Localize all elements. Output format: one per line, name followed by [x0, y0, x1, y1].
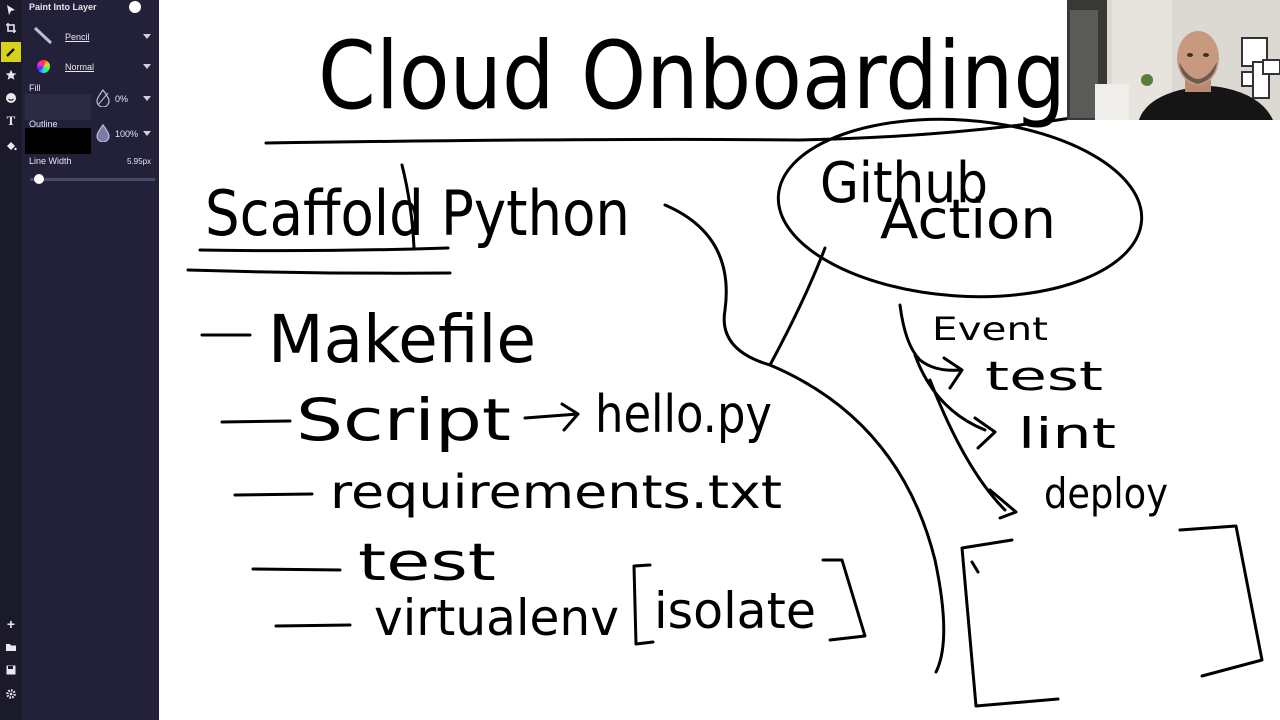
chevron-down-icon[interactable] [143, 34, 151, 39]
heading-underline-2 [186, 268, 452, 275]
plus-icon[interactable]: + [6, 616, 16, 632]
webcam-video [1067, 0, 1280, 120]
paint-bucket-icon[interactable] [1, 136, 21, 156]
dash-script [220, 419, 292, 424]
drawing-canvas[interactable]: Cloud Onboarding Scaffold Python Makefil… [159, 0, 1280, 720]
step-test: test [985, 354, 1103, 400]
smiley-icon[interactable] [1, 88, 21, 108]
heading-underline [198, 246, 450, 253]
fill-color-swatch[interactable] [25, 94, 91, 120]
item-requirements: requirements.txt [330, 465, 782, 519]
line-width-label: Line Width [29, 156, 72, 166]
item-virtualenv: virtualenv [374, 589, 619, 647]
line-width-slider-handle[interactable] [33, 174, 44, 184]
connector-curve [663, 203, 946, 674]
event-arrow-lint [913, 353, 997, 450]
bracket-right [821, 558, 867, 642]
opacity-drop-icon [95, 88, 111, 109]
star-icon[interactable] [1, 65, 21, 85]
bracket-left [632, 563, 655, 646]
outline-color-swatch[interactable] [25, 128, 91, 154]
pointer-icon[interactable] [1, 0, 21, 20]
item-makefile: Makefile [268, 301, 536, 378]
chevron-down-icon[interactable] [143, 96, 151, 101]
blend-mode-dropdown[interactable]: Normal [65, 62, 95, 72]
deploy-box-mark [970, 560, 980, 574]
line-width-slider[interactable] [30, 178, 155, 181]
item-isolate: isolate [654, 582, 816, 640]
dash-virtualenv [274, 623, 352, 628]
save-icon[interactable] [1, 660, 21, 680]
crop-icon[interactable] [1, 18, 21, 38]
text-icon[interactable]: T [6, 113, 16, 128]
connector-to-bubble [768, 246, 827, 367]
pencil-icon[interactable] [1, 42, 21, 62]
github-action-bubble [776, 117, 1144, 299]
bubble-github: Github [820, 151, 988, 216]
brush-icon [32, 26, 54, 48]
deploy-box-right [1178, 524, 1264, 678]
outline-opacity-value[interactable]: 100% [115, 129, 139, 139]
arrow-script-hello [523, 402, 580, 432]
board-title: Cloud Onboarding [318, 22, 1066, 131]
bubble-action: Action [880, 188, 1056, 251]
title-underline [264, 115, 1080, 145]
tool-strip: T + [0, 0, 22, 720]
whiteboard-drawing: Cloud Onboarding Scaffold Python Makefil… [186, 22, 1264, 708]
board-heading: Scaffold Python [205, 177, 630, 250]
brush-dropdown[interactable]: Pencil [65, 32, 90, 42]
paint-into-layer-label: Paint Into Layer [29, 2, 97, 12]
settings-icon[interactable] [1, 684, 21, 704]
heading-stroke [400, 163, 416, 250]
outline-label: Outline [29, 119, 58, 129]
presenter-image [1067, 0, 1280, 120]
tool-options-panel: Paint Into Layer Pencil Normal Fill 0% O… [22, 0, 159, 720]
dash-requirements [233, 492, 314, 497]
event-arrow-test [898, 303, 964, 390]
chevron-down-icon[interactable] [143, 131, 151, 136]
fill-label: Fill [29, 83, 41, 93]
item-script: Script [296, 386, 511, 454]
item-test: test [358, 533, 496, 593]
dash-test [251, 567, 342, 572]
fill-opacity-value[interactable]: 0% [115, 94, 129, 104]
deploy-box-left [960, 538, 1060, 708]
step-deploy: deploy [1044, 469, 1168, 518]
item-hello-py: hello.py [595, 385, 772, 445]
event-arrow-deploy [928, 378, 1018, 520]
line-width-value: 5.95px [127, 157, 152, 166]
step-lint: lint [1018, 409, 1116, 458]
color-wheel-icon[interactable] [37, 60, 50, 73]
chevron-down-icon[interactable] [143, 64, 151, 69]
event-label: Event [932, 310, 1048, 348]
opacity-drop-icon [95, 123, 111, 144]
paint-into-layer-toggle[interactable] [129, 1, 141, 13]
folder-icon[interactable] [1, 637, 21, 657]
